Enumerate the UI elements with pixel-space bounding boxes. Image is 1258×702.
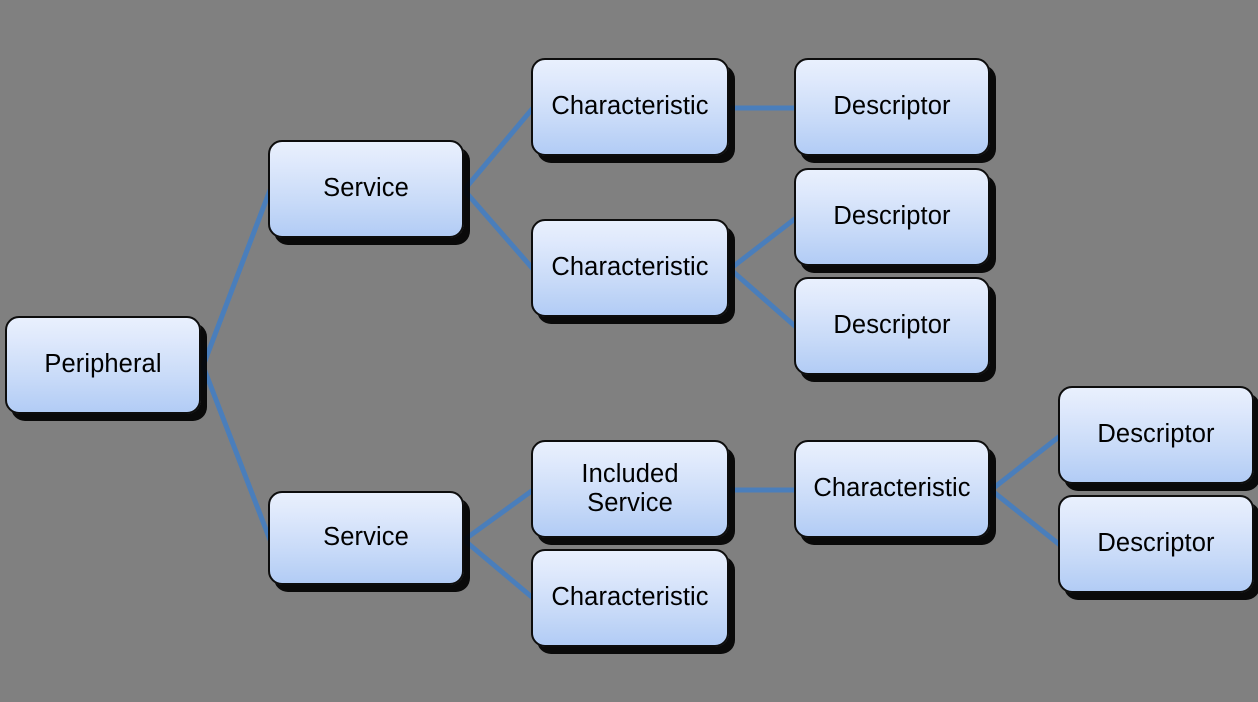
- node-label-descriptor-5: Descriptor: [1097, 529, 1215, 558]
- node-service-1[interactable]: Service: [268, 140, 464, 238]
- connector-char-2-to-descriptor-3: [728, 267, 798, 329]
- node-char-1[interactable]: Characteristic: [531, 58, 729, 156]
- node-label-service-2: Service: [323, 523, 409, 552]
- connector-char-2-to-descriptor-2: [728, 216, 798, 271]
- node-label-char-2: Characteristic: [551, 253, 709, 282]
- node-char-4[interactable]: Characteristic: [794, 440, 990, 538]
- node-label-char-3: Characteristic: [551, 583, 709, 612]
- node-descriptor-5[interactable]: Descriptor: [1058, 495, 1254, 593]
- node-label-peripheral: Peripheral: [44, 350, 162, 379]
- node-label-char-4: Characteristic: [813, 474, 971, 503]
- node-label-descriptor-4: Descriptor: [1097, 420, 1215, 449]
- connector-service-1-to-char-2: [462, 188, 535, 271]
- node-char-3[interactable]: Characteristic: [531, 549, 729, 647]
- node-label-service-1: Service: [323, 174, 409, 203]
- node-peripheral[interactable]: Peripheral: [5, 316, 201, 414]
- node-label-descriptor-3: Descriptor: [833, 311, 951, 340]
- connector-char-4-to-descriptor-4: [989, 434, 1062, 492]
- node-label-descriptor-1: Descriptor: [833, 92, 951, 121]
- node-label-included-service: Included Service: [581, 459, 679, 517]
- node-char-2[interactable]: Characteristic: [531, 219, 729, 317]
- node-label-char-1: Characteristic: [551, 92, 709, 121]
- node-descriptor-2[interactable]: Descriptor: [794, 168, 990, 266]
- node-label-descriptor-2: Descriptor: [833, 202, 951, 231]
- connector-peripheral-to-service-2: [200, 365, 273, 541]
- connector-char-4-to-descriptor-5: [989, 488, 1062, 547]
- node-service-2[interactable]: Service: [268, 491, 464, 585]
- connector-service-1-to-char-1: [462, 106, 535, 192]
- connector-service-2-to-included-service: [462, 487, 535, 543]
- node-descriptor-4[interactable]: Descriptor: [1058, 386, 1254, 484]
- node-descriptor-1[interactable]: Descriptor: [794, 58, 990, 156]
- node-descriptor-3[interactable]: Descriptor: [794, 277, 990, 375]
- connector-service-2-to-char-3: [462, 538, 535, 600]
- node-included-service[interactable]: Included Service: [531, 440, 729, 538]
- connector-peripheral-to-service-1: [200, 189, 273, 367]
